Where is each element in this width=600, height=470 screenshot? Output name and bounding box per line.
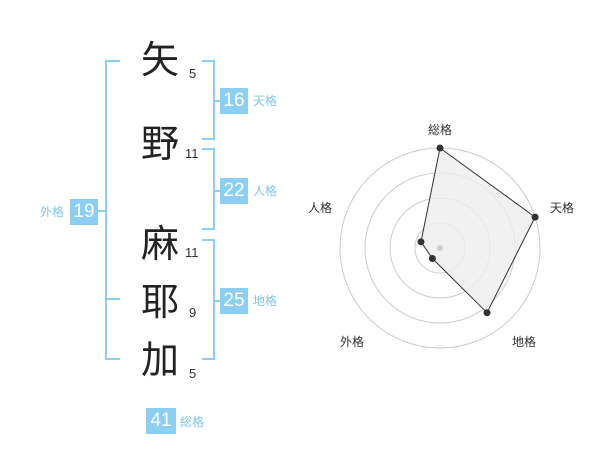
- radar-polygon: [420, 147, 536, 314]
- chi-badge: 25: [220, 288, 248, 314]
- radar-point-1: [436, 144, 444, 152]
- so-label: 総格: [180, 415, 205, 429]
- name-char-4: 耶: [140, 280, 179, 324]
- radar-label-so: 総格: [428, 122, 452, 137]
- stroke-count-4: 9: [189, 305, 197, 320]
- so-badge: 41: [146, 408, 176, 434]
- radar-point-2: [531, 213, 539, 221]
- radar-point-3: [483, 309, 491, 317]
- radar-label-gai: 外格: [340, 334, 364, 349]
- name-char-1: 矢: [140, 38, 179, 82]
- stroke-count-1: 5: [189, 66, 197, 81]
- ten-label: 天格: [253, 94, 278, 108]
- jin-bracket: [202, 148, 215, 230]
- chi-label: 地格: [253, 294, 278, 308]
- jin-label: 人格: [253, 184, 278, 198]
- chi-bracket: [202, 239, 215, 360]
- radar-label-ten: 天格: [550, 200, 574, 215]
- radar-label-chi: 地格: [512, 334, 536, 349]
- radar-center-dot: [437, 245, 443, 251]
- radar-point-4: [428, 255, 436, 263]
- stroke-count-3: 11: [185, 245, 199, 260]
- name-char-3: 麻: [140, 222, 179, 266]
- stroke-count-2: 11: [185, 146, 199, 161]
- name-char-2: 野: [140, 122, 179, 166]
- gai-badge: 19: [70, 199, 98, 225]
- radar-points: [417, 144, 539, 317]
- jin-badge: 22: [220, 178, 248, 204]
- radar-point-5: [417, 238, 425, 246]
- name-char-5: 加: [140, 338, 179, 382]
- radar-label-jin: 人格: [308, 200, 332, 215]
- ten-badge: 16: [220, 88, 248, 114]
- gai-label: 外格: [40, 205, 65, 219]
- stroke-count-5: 5: [189, 366, 197, 381]
